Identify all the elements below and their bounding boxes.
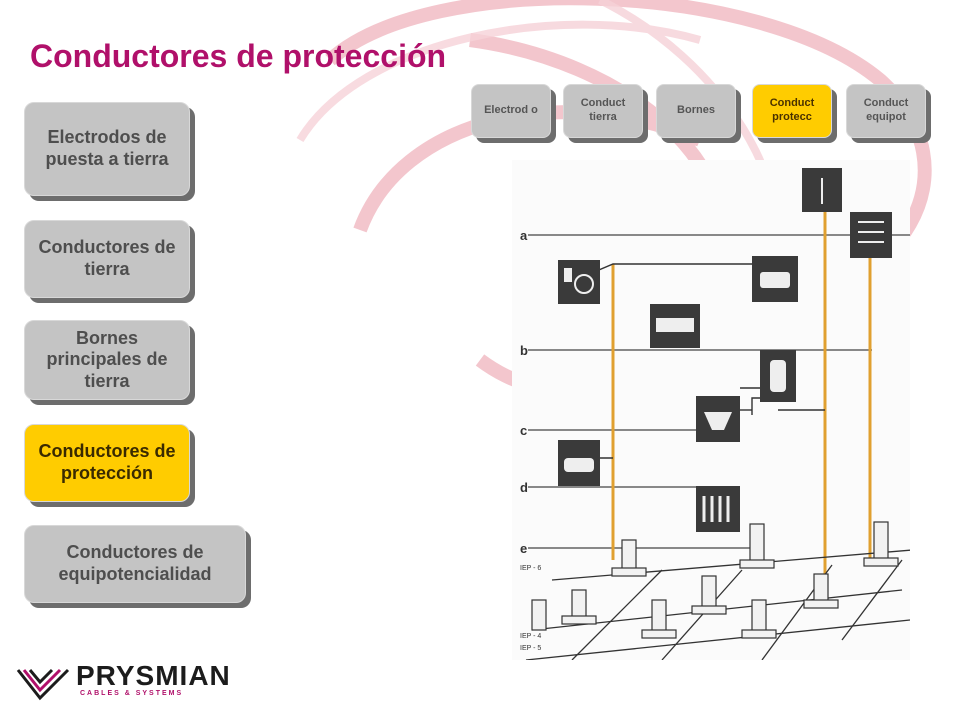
tab-bornes[interactable]: Bornes	[656, 84, 736, 138]
lightning-rod-icon	[850, 212, 892, 258]
iep-label: IEP - 4	[520, 633, 541, 640]
sidebar-item-label: Electrodos de puesta a tierra	[45, 127, 169, 169]
floor-label-a: a	[520, 228, 528, 243]
dryer-icon	[752, 256, 798, 302]
floor-label-b: b	[520, 343, 528, 358]
prysmian-logo: PRYSMIAN CABLES & SYSTEMS	[14, 660, 254, 704]
electrical-panel-icon	[802, 168, 842, 212]
radiator-icon	[696, 486, 740, 532]
grounding-diagram: a b c d e	[512, 160, 910, 660]
sidebar-item-label: Bornes principales de tierra	[46, 327, 168, 391]
tab-conduct-protecc[interactable]: Conduct protecc	[752, 84, 832, 138]
floor-label-d: d	[520, 480, 528, 495]
floor-label-e: e	[520, 541, 527, 556]
foundation-posts	[531, 521, 899, 639]
iep-label: IEP - 5	[520, 645, 541, 652]
prysmian-logo-mark-icon	[16, 668, 70, 701]
logo-name: PRYSMIAN	[76, 660, 231, 691]
sink-icon	[696, 396, 740, 442]
sidebar-item-conductores-tierra[interactable]: Conductores de tierra	[24, 220, 190, 298]
sidebar-item-electrodos[interactable]: Electrodos de puesta a tierra	[24, 102, 190, 196]
tab-conduct-equipot[interactable]: Conduct equipot	[846, 84, 926, 138]
logo-subtitle: CABLES & SYSTEMS	[80, 690, 184, 697]
sidebar-item-equipotencialidad[interactable]: Conductores de equipotencialidad	[24, 525, 246, 603]
tab-label: Conduct tierra	[580, 97, 626, 123]
protection-conductors	[611, 210, 872, 580]
water-heater-icon	[760, 350, 796, 402]
sidebar-item-label: Conductores de tierra	[38, 237, 176, 279]
page-title: Conductores de protección	[30, 38, 447, 74]
washing-machine-icon	[558, 260, 600, 304]
sidebar-item-bornes[interactable]: Bornes principales de tierra	[24, 320, 190, 400]
tab-electrodo[interactable]: Electrod o	[471, 84, 551, 138]
tab-conduct-tierra[interactable]: Conduct tierra	[563, 84, 643, 138]
floor-label-c: c	[520, 423, 527, 438]
sidebar-item-label: Conductores de equipotencialidad	[58, 542, 212, 584]
iep-label: IEP - 6	[520, 565, 541, 572]
boiler-icon	[558, 440, 600, 486]
tab-label: Conduct equipot	[863, 97, 909, 123]
tab-label: Bornes	[677, 104, 715, 117]
sidebar-item-label: Conductores de protección	[38, 441, 176, 483]
sidebar-item-conductores-proteccion[interactable]: Conductores de protección	[24, 424, 190, 502]
tab-label: Conduct protecc	[769, 97, 815, 123]
bathtub-icon	[650, 304, 700, 348]
tab-label: Electrod o	[484, 104, 538, 117]
